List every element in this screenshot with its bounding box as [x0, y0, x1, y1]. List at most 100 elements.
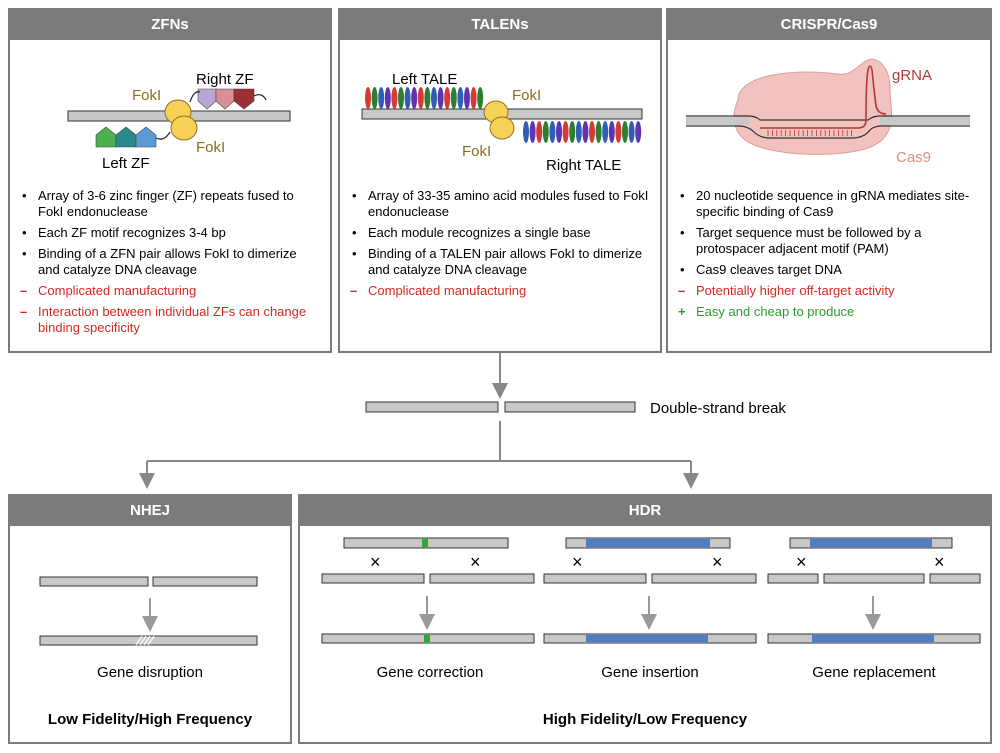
tale-module	[384, 87, 391, 109]
talen-foki-label-top: FokI	[512, 87, 541, 104]
tale-module	[477, 87, 484, 109]
tale-module	[378, 87, 385, 109]
zfn-right-zf-label: Right ZF	[196, 71, 254, 88]
svg-text:×: ×	[370, 552, 381, 572]
tale-module	[569, 121, 576, 143]
svg-text:×: ×	[470, 552, 481, 572]
talen-bullet: Each module recognizes a single base	[352, 225, 650, 241]
tale-module	[391, 87, 398, 109]
nhej-break-right	[152, 576, 258, 587]
zfn-left-zf-array	[95, 126, 157, 148]
svg-text:×: ×	[934, 552, 945, 572]
crispr-diagram: gRNA Cas9	[686, 58, 970, 166]
tale-module	[398, 87, 404, 109]
hdr-title: HDR	[300, 496, 990, 526]
nhej-title: NHEJ	[10, 496, 290, 526]
svg-text:×: ×	[712, 552, 723, 572]
tale-module	[536, 121, 543, 143]
hdr-footer: High Fidelity/Low Frequency	[542, 711, 748, 728]
insertion-donor-block	[586, 539, 710, 547]
dsb-dna-right	[504, 401, 636, 413]
zfn-bullet: Binding of a ZFN pair allows FokI to dim…	[22, 246, 320, 278]
hdr-diagram: × × × × × ×	[321, 537, 981, 644]
talen-bullet: Array of 33-35 amino acid modules fused …	[352, 188, 650, 220]
crispr-dna-right	[880, 117, 970, 125]
crispr-bullet: Cas9 cleaves target DNA	[680, 262, 980, 278]
crispr-bullet: Target sequence must be followed by a pr…	[680, 225, 980, 257]
zfn-bullets: Array of 3-6 zinc finger (ZF) repeats fu…	[10, 188, 330, 341]
tale-module	[628, 121, 635, 143]
tale-module	[437, 87, 444, 109]
tale-module	[457, 87, 464, 109]
hdr-outcome-replacement: Gene replacement	[812, 664, 936, 681]
tale-module	[595, 121, 602, 143]
zfn-title: ZFNs	[10, 10, 330, 40]
crispr-bullet: 20 nucleotide sequence in gRNA mediates …	[680, 188, 980, 220]
hdr-outcome-insertion: Gene insertion	[601, 664, 699, 681]
tale-module	[523, 121, 529, 143]
correction-donor-mark	[422, 539, 428, 547]
tale-module	[582, 121, 589, 143]
tale-module	[450, 87, 457, 109]
tale-module	[431, 87, 437, 109]
crispr-title: CRISPR/Cas9	[668, 10, 990, 40]
tale-module	[589, 121, 595, 143]
talen-bullet: Binding of a TALEN pair allows FokI to d…	[352, 246, 650, 278]
tale-module	[635, 121, 642, 143]
zfn-con: Interaction between individual ZFs can c…	[20, 304, 320, 336]
crispr-con: Potentially higher off-target activity	[678, 283, 980, 299]
zfn-left-zf-label: Left ZF	[102, 155, 150, 172]
tale-module	[417, 87, 424, 109]
nhej-break-left	[39, 576, 149, 587]
talen-bullets: Array of 33-35 amino acid modules fused …	[340, 188, 660, 304]
tale-module	[608, 121, 615, 143]
tale-module	[529, 121, 536, 143]
tale-module	[575, 121, 582, 143]
tale-module	[464, 87, 470, 109]
talen-con: Complicated manufacturing	[350, 283, 650, 299]
hdr-replacement-scheme: × ×	[767, 537, 981, 644]
zfn-diagram: FokI FokI Right ZF Left ZF	[67, 71, 291, 172]
talen-panel: TALENs Left TALE FokI FokI Right TALE Ar…	[338, 8, 662, 353]
zfn-foki-label-bottom: FokI	[196, 139, 225, 156]
tale-module	[622, 121, 628, 143]
flow-connectors	[139, 353, 699, 489]
talen-left-tale-label: Left TALE	[392, 71, 457, 88]
cas9-label: Cas9	[896, 149, 931, 166]
crispr-pro: Easy and cheap to produce	[678, 304, 980, 320]
crispr-target-ticks	[767, 130, 853, 136]
zfn-right-zf-array	[197, 88, 255, 110]
svg-text:×: ×	[796, 552, 807, 572]
zfn-panel: ZFNs FokI FokI Right ZF Left ZF Array of…	[8, 8, 332, 353]
zfn-bullet: Array of 3-6 zinc finger (ZF) repeats fu…	[22, 188, 320, 220]
talen-diagram: Left TALE FokI FokI Right TALE	[361, 71, 643, 174]
nhej-panel: NHEJ Gene disruption Low Fidelity/High F…	[8, 494, 292, 744]
tale-module	[470, 87, 477, 109]
zfn-foki-bottom	[170, 115, 198, 141]
talen-foki-bottom	[489, 116, 515, 140]
tale-module	[542, 121, 549, 143]
tale-module	[365, 87, 371, 109]
tale-module	[371, 87, 378, 109]
tale-module	[444, 87, 451, 109]
tale-module	[556, 121, 562, 143]
crispr-panel: CRISPR/Cas9 gRNA Cas9 20 nucleotide sequ…	[666, 8, 992, 353]
replacement-donor-block	[810, 539, 932, 547]
tale-module	[424, 87, 431, 109]
dsb-label: Double-strand break	[650, 400, 786, 417]
talen-right-tale-array	[523, 121, 642, 143]
talen-foki-label-bottom: FokI	[462, 143, 491, 160]
tale-module	[411, 87, 418, 109]
hdr-correction-scheme: × ×	[321, 537, 535, 644]
talen-left-tale-array	[365, 87, 484, 109]
talen-right-tale-label: Right TALE	[546, 157, 621, 174]
tale-module	[615, 121, 622, 143]
svg-text:×: ×	[572, 552, 583, 572]
hdr-outcome-correction: Gene correction	[376, 664, 484, 681]
zfn-foki-label-top: FokI	[132, 87, 161, 104]
tale-module	[404, 87, 411, 109]
nhej-diagram	[39, 576, 258, 646]
tale-module	[549, 121, 556, 143]
grna-label: gRNA	[892, 67, 932, 84]
talen-title: TALENs	[340, 10, 660, 40]
